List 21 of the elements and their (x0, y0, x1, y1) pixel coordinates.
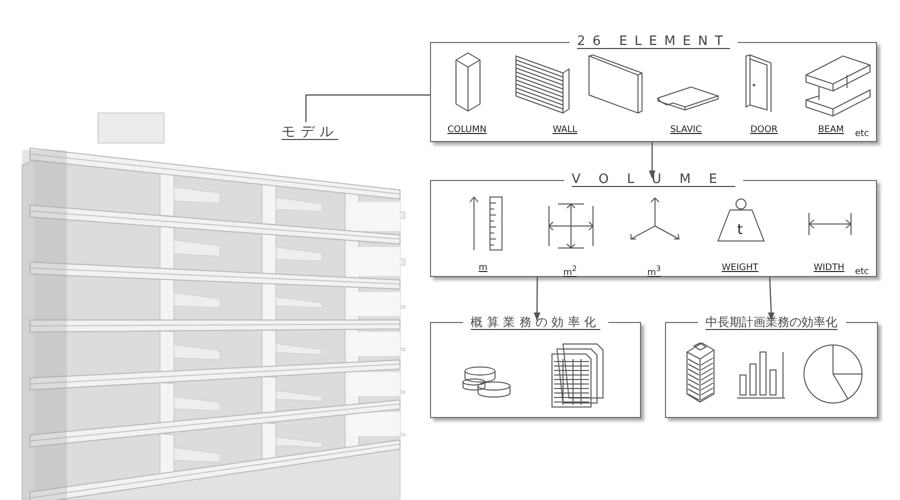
leader-line (305, 94, 430, 122)
item-label: SLAVIC (670, 125, 702, 136)
item-label: m$^{2}$ (563, 263, 577, 279)
arrow (534, 277, 540, 321)
item-label: BEAM (818, 125, 844, 136)
item-label: WIDTH (814, 263, 844, 274)
panel-title: 26 ELEMENT (569, 33, 738, 51)
weight-unit: t (737, 222, 743, 238)
item-label: etc (855, 129, 869, 140)
item-label: m (478, 263, 488, 274)
item-label: WALL (552, 125, 578, 136)
panel-title: VOLUME (564, 171, 744, 189)
item-label: etc (855, 267, 869, 278)
model-label: モデル (226, 122, 394, 142)
item-label: m$^{3}$ (647, 263, 661, 279)
arrow (768, 276, 775, 321)
panel-title: 概算業務の効率化 (462, 313, 608, 331)
arrow (648, 142, 656, 179)
item-label: COLUMN (447, 125, 487, 136)
item-label: DOOR (750, 125, 778, 136)
item-label: WEIGHT (722, 263, 758, 274)
